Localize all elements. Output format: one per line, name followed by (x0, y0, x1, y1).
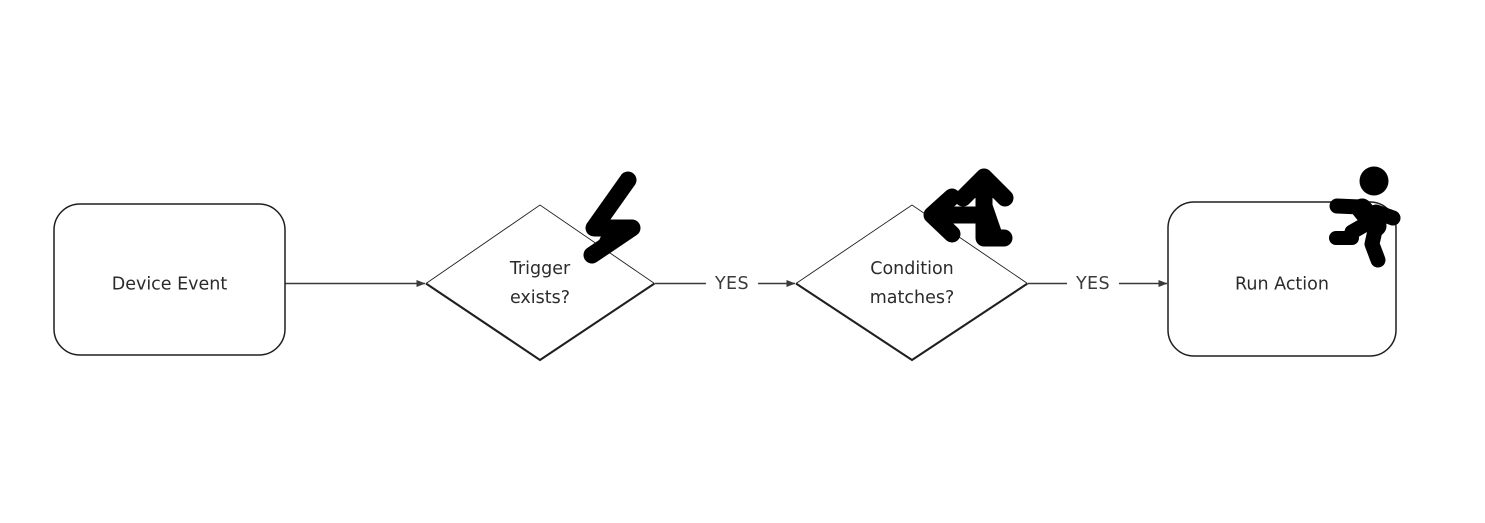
edge-label-yes-1: YES (714, 274, 749, 294)
trigger-label-line2: exists? (510, 288, 570, 308)
trigger-label-line1: Trigger (509, 259, 571, 279)
trigger-diamond-upper-edges (425, 204, 655, 284)
runner-head (1359, 166, 1389, 196)
branch-fork-icon (923, 168, 1014, 247)
edge-label-yes-2: YES (1075, 274, 1110, 294)
node-condition-matches[interactable]: Condition matches? (795, 204, 1029, 362)
edge-trigger-to-condition: YES (655, 274, 796, 294)
condition-label-line2: matches? (870, 288, 955, 308)
node-device-event[interactable]: Device Event (53, 203, 286, 356)
running-person-icon (1329, 166, 1401, 268)
device-event-label: Device Event (112, 275, 228, 295)
runner-front-arm (1368, 204, 1401, 226)
runner-back-arm (1329, 198, 1368, 215)
condition-diamond-lower-edges (795, 282, 1029, 362)
run-action-label: Run Action (1235, 275, 1329, 295)
trigger-diamond-lower-edges (425, 282, 656, 362)
device-event-shape[interactable] (53, 203, 286, 356)
runner-front-leg (1364, 218, 1386, 268)
runner-back-leg (1344, 216, 1374, 240)
lightning-bolt-icon (583, 171, 641, 264)
edge-condition-to-action: YES (1028, 274, 1168, 294)
condition-label-line1: Condition (870, 259, 954, 279)
node-trigger-exists[interactable]: Trigger exists? (425, 204, 656, 362)
condition-diamond-upper-edges (795, 204, 1028, 284)
